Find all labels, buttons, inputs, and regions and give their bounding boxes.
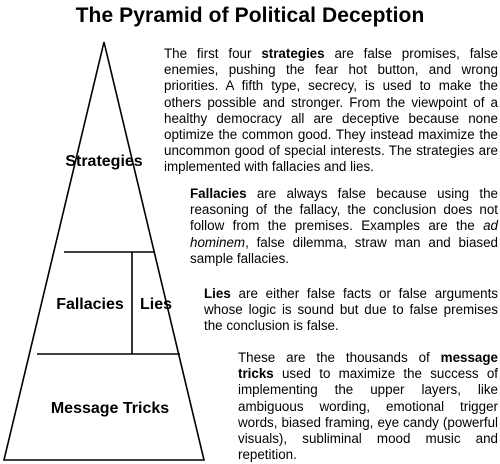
pyramid-label-message-tricks: Message Tricks xyxy=(51,400,169,417)
text-run: used to maximize the success of implemen… xyxy=(238,366,498,463)
text-run: These are the thousands of xyxy=(238,350,441,365)
pyramid-label-lies: Lies xyxy=(140,296,172,313)
term-fallacies: Fallacies xyxy=(190,186,247,201)
text-run: are always false because using the reaso… xyxy=(190,186,498,234)
term-ad-hominem: ad hominem xyxy=(190,218,498,250)
term-strategies: strategies xyxy=(261,46,325,61)
term-lies: Lies xyxy=(204,286,231,301)
text-run: are false promises, false enemies, pushi… xyxy=(164,46,498,175)
pyramid-outline xyxy=(2,41,206,461)
page-title: The Pyramid of Political Deception xyxy=(75,4,425,27)
text-run: are either false facts or false argument… xyxy=(204,286,498,334)
pyramid-label-fallacies: Fallacies xyxy=(56,296,124,313)
fallacies-description: Fallacies are always false because using… xyxy=(190,186,498,267)
text-run: , false dilemma, straw man and biased sa… xyxy=(190,234,498,266)
text-run: The first four xyxy=(164,46,262,61)
strategies-description: The first four strategies are false prom… xyxy=(164,46,498,176)
pyramid-label-strategies: Strategies xyxy=(65,153,142,170)
term-message-tricks: message tricks xyxy=(238,350,498,382)
message-tricks-description: These are the thousands of message trick… xyxy=(238,350,498,463)
lies-description: Lies are either false facts or false arg… xyxy=(204,286,498,335)
